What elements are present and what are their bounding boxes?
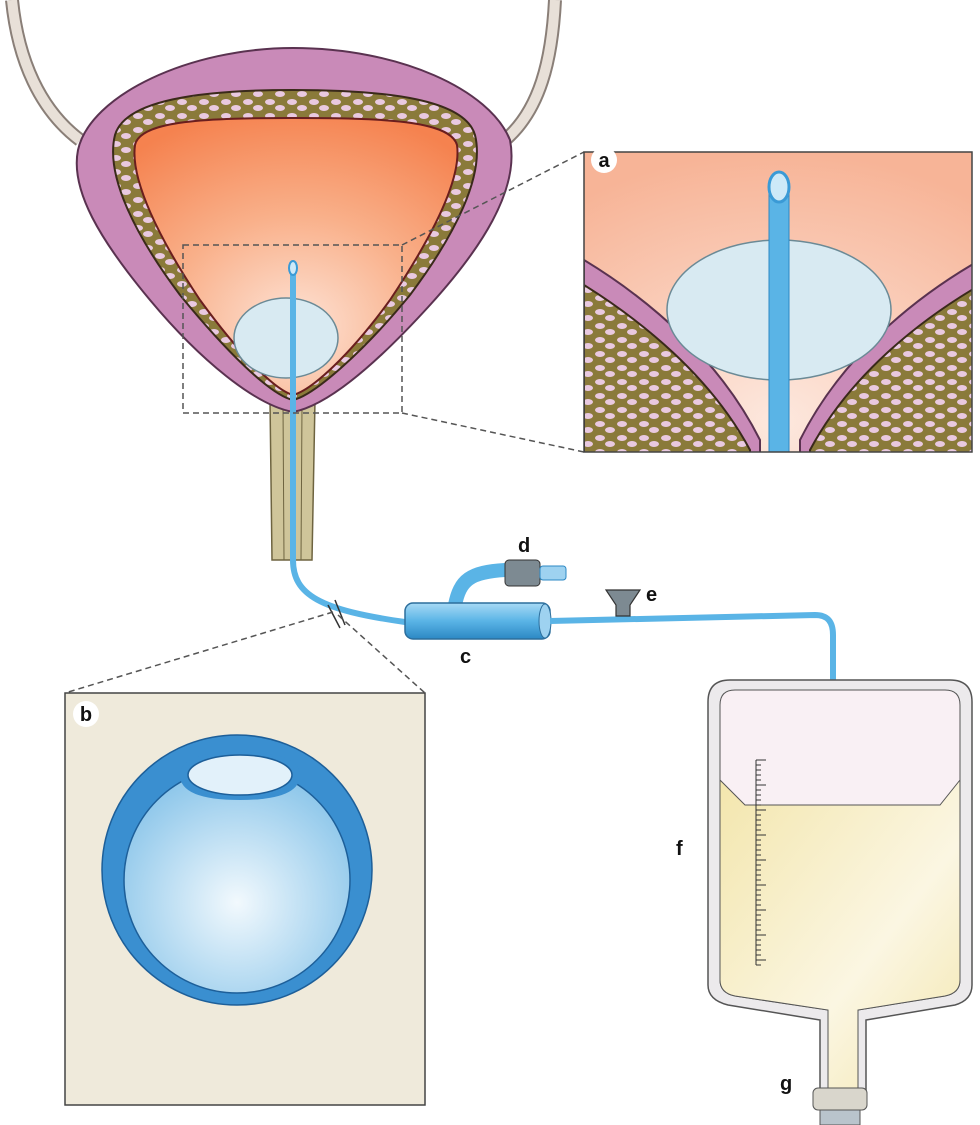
label-b: b	[80, 704, 92, 726]
drainage-tube	[549, 611, 836, 712]
drainage-bag	[707, 679, 973, 1091]
inset-a: a	[583, 147, 973, 453]
catheter-tube	[290, 559, 406, 625]
inflation-lumen	[187, 754, 293, 796]
label-g: g	[780, 1073, 792, 1095]
volume-scale	[755, 759, 766, 966]
label-d: d	[518, 535, 530, 557]
bladder-lumen	[133, 116, 459, 397]
label-c: c	[460, 646, 471, 668]
sampling-port-cap	[604, 589, 642, 617]
drain-outlet	[812, 1087, 868, 1125]
label-f: f	[676, 838, 683, 860]
catheter-connector	[404, 559, 567, 640]
label-e: e	[646, 584, 657, 606]
zoom-region-a	[182, 244, 403, 414]
drainage-lumen	[123, 766, 351, 994]
balloon-inflation-port	[504, 559, 541, 587]
left-ureter	[5, 0, 85, 146]
inset-b: b	[64, 692, 426, 1106]
catheter-balloon	[233, 297, 339, 379]
label-a: a	[598, 150, 610, 172]
